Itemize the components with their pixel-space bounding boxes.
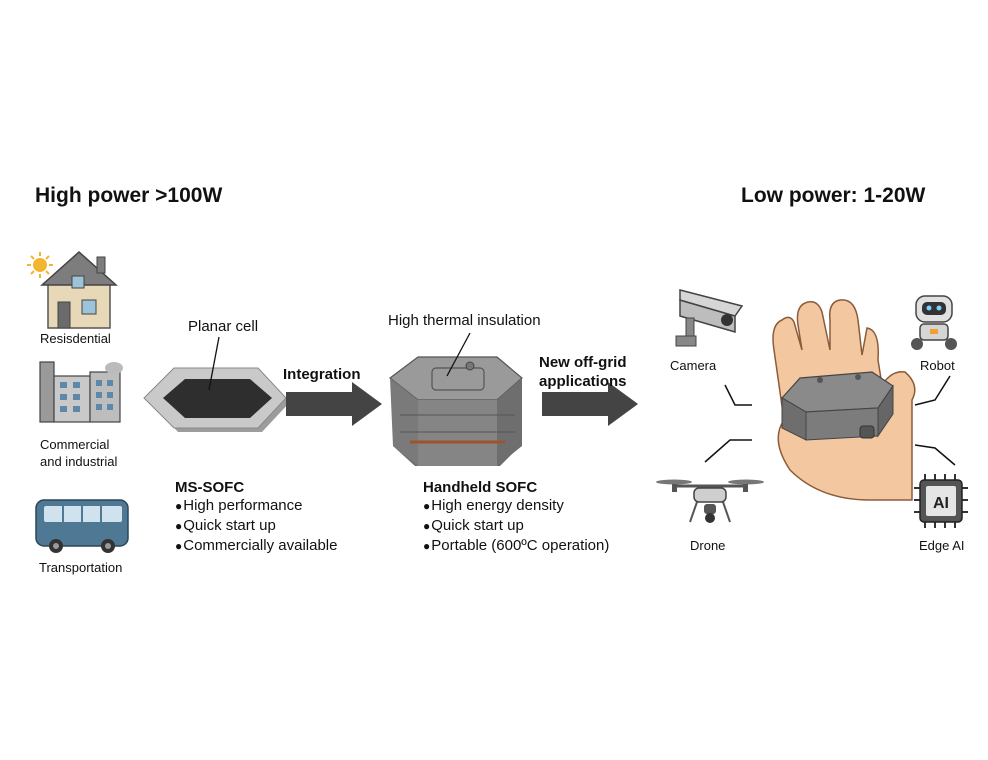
handheld-sofc-bullets: High energy density Quick start up Porta… (423, 496, 609, 556)
handheld-sofc-image (389, 356, 523, 466)
handheld-sofc-title: Handheld SOFC (423, 479, 538, 496)
planar-cell-label: Planar cell (188, 318, 259, 335)
hand-with-device-image (772, 299, 916, 501)
factory-icon (39, 361, 123, 423)
commercial-label-line1: Commercial (40, 437, 110, 452)
camera-label: Camera (670, 358, 717, 373)
offgrid-label-line1: New off-grid (539, 354, 627, 371)
ai-chip-text: AI (933, 495, 949, 512)
sun-icon (27, 252, 53, 278)
handheld-sofc-bullet: Portable (600ºC operation) (423, 536, 609, 556)
drone-label: Drone (690, 538, 726, 553)
low-power-heading: Low power: 1-20W (741, 184, 926, 207)
ms-sofc-bullet: Commercially available (175, 536, 337, 556)
residential-label: Resisdential (40, 331, 111, 346)
robot-icon (911, 295, 957, 350)
ms-sofc-title: MS-SOFC (175, 479, 245, 496)
offgrid-arrow (542, 382, 638, 426)
drone-icon (656, 479, 764, 523)
ms-sofc-bullet: Quick start up (175, 516, 337, 536)
connector-lines (704, 375, 956, 466)
robot-label: Robot (920, 358, 955, 373)
ms-sofc-bullet: High performance (175, 496, 337, 516)
handheld-sofc-bullet: Quick start up (423, 516, 609, 536)
handheld-sofc-bullet: High energy density (423, 496, 609, 516)
edge-ai-label: Edge AI (919, 538, 965, 553)
commercial-label-line2: and industrial (40, 454, 118, 469)
ms-sofc-bullets: High performance Quick start up Commerci… (175, 496, 337, 556)
planar-cell-pointer (208, 336, 220, 391)
insulation-pointer (446, 332, 471, 377)
ai-chip-icon (914, 474, 968, 528)
high-power-heading: High power >100W (35, 184, 223, 207)
bus-icon (35, 499, 129, 553)
camera-icon (675, 289, 744, 347)
planar-cell-image (143, 367, 290, 432)
integration-label: Integration (283, 366, 361, 383)
house-icon (40, 250, 118, 329)
transportation-label: Transportation (39, 560, 123, 575)
insulation-label: High thermal insulation (388, 312, 541, 329)
integration-arrow (286, 382, 382, 426)
offgrid-label-line2: applications (539, 373, 627, 390)
